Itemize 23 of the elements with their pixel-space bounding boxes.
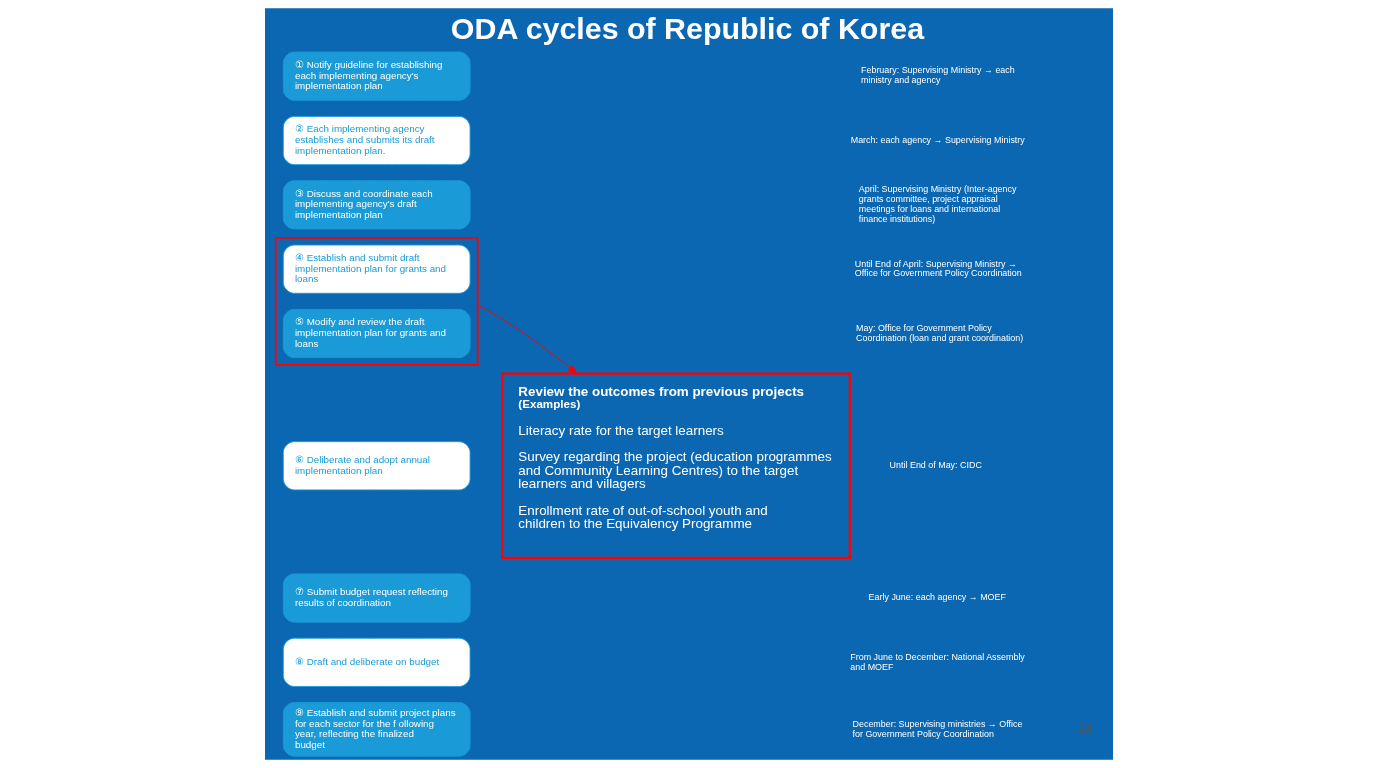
node-box: Review the outcomes from previous projects (Examples) Literacy rate for the target learners Survey regarding the project (education programmes and Community Learning Centres) to the target learners and villagers Enrollment rate of out-of-school youth and children to the Equivalency Programme [501,372,851,559]
label: December: Supervising ministries → Office for Government Policy Coordination [852,718,1023,739]
node-box: ② Each implementing agency establishes and submits its draft implementation plan. [282,115,471,166]
arrow [477,304,578,374]
cluster [274,237,479,366]
label: May: Office for Government Policy Coordination (loan and grant coordination) [856,322,1024,343]
node-box: ① Notify guideline for establishing each implementing agency's implementation plan [282,51,471,101]
diagram-title: ODA cycles of Republic of Korea [450,10,925,45]
node-box: ⑨ Establish and submit project plans for each sector for the f ollowing year, reflecting the finalized budget [282,702,471,757]
node-box: ⑥ Deliberate and adopt annual implementation plan [282,441,471,491]
label: Early June: each agency → MOEF [868,592,1006,603]
label: Until End of May: CIDC [889,460,982,470]
node-box: ⑤ Modify and review the draft implementation plan for grants and loans [282,308,471,359]
label: From June to December: National Assembly and MOEF [850,651,1025,672]
node-box: ⑧ Draft and deliberate on budget [282,637,471,687]
label: February: Supervising Ministry → each ministry and agency [861,65,1015,86]
label: Until End of April: Supervising Ministry → Office for Government Policy Coordination [854,258,1022,279]
label: March: each agency → Supervising Ministry [850,134,1025,145]
node-box: ④ Establish and submit draft implementation plan for grants and loans [282,244,471,294]
label: 24 [1078,721,1093,736]
label: April: Supervising Ministry (Inter-agency grants committee, project appraisal meetings for loans and international finance institutions) [858,184,1017,224]
node-box: ③ Discuss and coordinate each implementing agency's draft implementation plan [282,180,471,230]
node-box: ⑦ Submit budget request reflecting results of coordination [282,573,471,623]
